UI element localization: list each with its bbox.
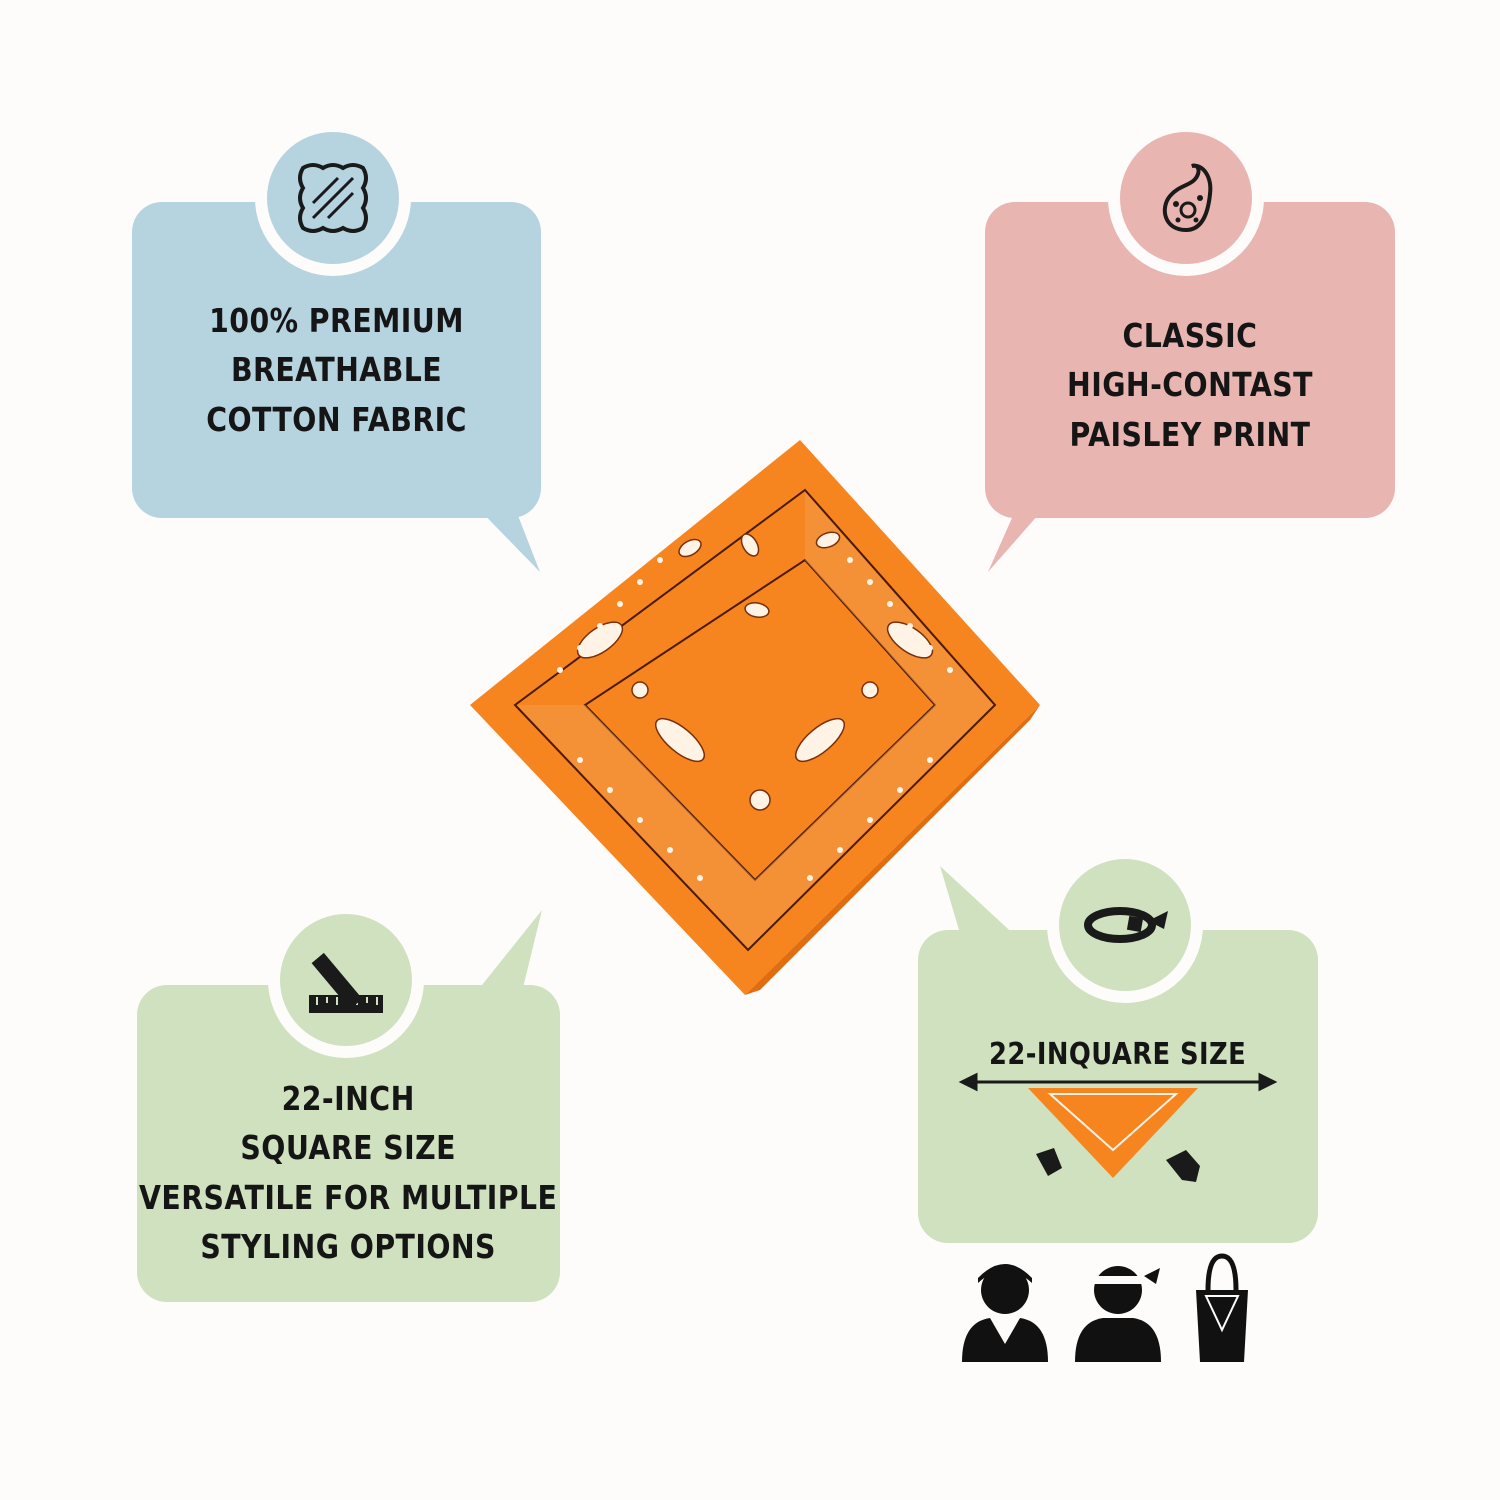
bandana-pattern-band [517, 492, 993, 948]
fabric-feature-bubble: 100% PREMIUM BREATHABLE COTTON FABRIC [132, 202, 541, 518]
print-feature-bubble: CLASSIC HIGH-CONTAST PAISLEY PRINT [985, 202, 1395, 518]
mini-bandana [1028, 1088, 1198, 1178]
fabric-line-1: 100% PREMIUM [209, 300, 464, 340]
bandana-body [470, 440, 1040, 995]
bandana-paisley-motifs [576, 531, 934, 811]
fabric-line-3: COTTON FABRIC [206, 399, 467, 439]
fabric-feature-text: 100% PREMIUM BREATHABLE COTTON FABRIC [206, 296, 467, 445]
size-line-4: STYLING OPTIONS [200, 1227, 497, 1266]
mini-bandana-pattern [1047, 1093, 1179, 1152]
size-feature-bubble: 22-INCH SQUARE SIZE VERSATILE FOR MULTIP… [137, 985, 560, 1302]
styling-size-label: 22-INQUARE SIZE [989, 1037, 1247, 1072]
bandana-dot-border [557, 557, 953, 881]
ruler-icon [309, 952, 383, 1013]
headband-person-icon [1075, 1266, 1161, 1362]
size-bubble-tail [470, 910, 542, 1000]
styling-feature-bubble: 22-INQUARE SIZE [918, 930, 1318, 1243]
size-line-3: VERSATILE FOR MULTIPLE [139, 1177, 558, 1217]
print-line-2: HIGH-CONTAST [1067, 365, 1313, 405]
bag-icon [1196, 1253, 1248, 1362]
width-arrow [958, 1072, 1278, 1092]
size-line-2: SQUARE SIZE [240, 1128, 457, 1167]
right-hand-icon [1166, 1150, 1200, 1182]
styling-bubble-tail [940, 866, 1020, 940]
print-line-3: PAISLEY PRINT [1069, 414, 1311, 454]
neck-scarf-person-icon [962, 1264, 1048, 1362]
print-line-1: CLASSIC [1122, 315, 1258, 355]
headband-icon [1084, 907, 1168, 943]
fabric-line-2: BREATHABLE [230, 350, 443, 390]
left-hand-icon [1036, 1148, 1062, 1176]
bandana-fold-shadow [745, 705, 1040, 995]
size-feature-text: 22-INCH SQUARE SIZE VERSATILE FOR MULTIP… [139, 1074, 557, 1272]
fabric-swatch-icon [298, 163, 368, 233]
paisley-icon [1162, 163, 1213, 233]
print-feature-text: CLASSIC HIGH-CONTAST PAISLEY PRINT [1067, 311, 1313, 460]
size-line-1: 22-INCH [281, 1078, 416, 1118]
